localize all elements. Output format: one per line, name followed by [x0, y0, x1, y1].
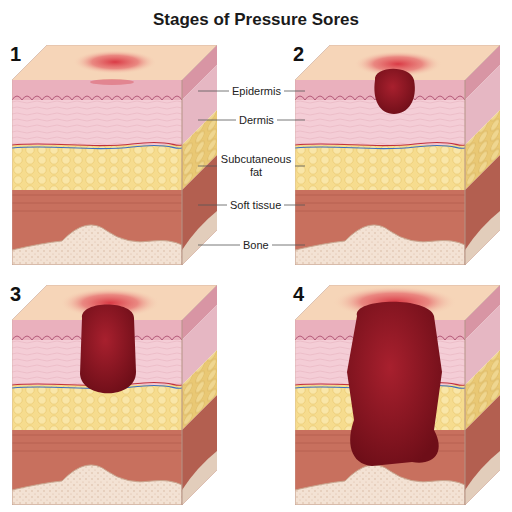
part-label: Bone	[240, 238, 272, 253]
redness	[73, 50, 157, 74]
skin-block	[12, 45, 217, 265]
blister	[374, 69, 415, 114]
skin-block	[295, 45, 500, 265]
skin-block	[295, 285, 500, 505]
title: Stages of Pressure Sores	[0, 10, 512, 30]
part-label: Epidermis	[229, 84, 284, 99]
part-label: Soft tissue	[227, 198, 284, 213]
skin-block	[12, 285, 217, 505]
ulcer	[80, 305, 136, 394]
ulcer	[347, 302, 442, 466]
part-label: Subcutaneous fat	[217, 152, 295, 179]
part-label: Dermis	[236, 113, 277, 128]
callout-number: 2	[293, 44, 304, 64]
callout-number: 1	[10, 44, 21, 64]
redness	[90, 79, 134, 85]
callout-number: 4	[293, 284, 304, 304]
leader-lines	[198, 91, 305, 245]
callout-number: 3	[10, 284, 21, 304]
